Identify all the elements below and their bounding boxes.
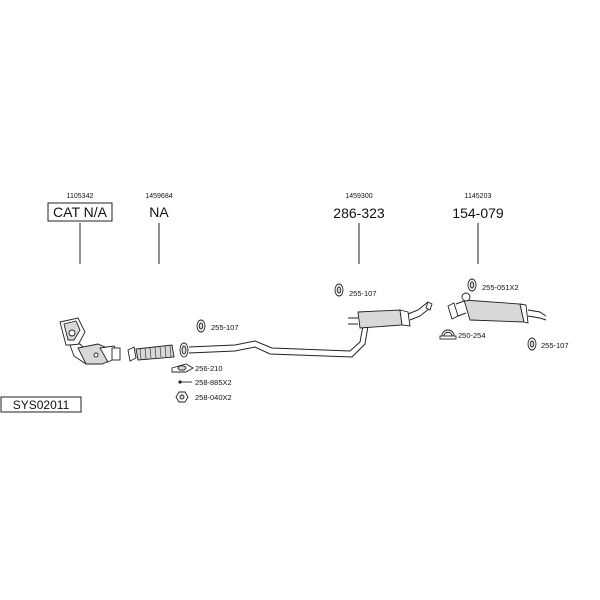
hanger-rear-top-icon — [467, 278, 477, 292]
middle-silencer — [348, 301, 433, 329]
section-4-code: 154-079 — [452, 205, 504, 221]
gasket-label: 256-210 — [195, 364, 223, 373]
hanger-rear-right-icon — [527, 337, 537, 351]
hanger-front-label: 255-107 — [211, 323, 239, 332]
nut-icon — [175, 391, 189, 403]
clamp-rear-icon — [439, 329, 457, 340]
section-2-code: NA — [149, 204, 169, 220]
system-code-box — [0, 396, 82, 413]
section-3-code: 286-323 — [333, 205, 385, 221]
hanger-mid-label: 255-107 — [349, 289, 377, 298]
hanger-rear-right-label: 255-107 — [541, 341, 569, 350]
section-3-ref: 1459300 — [345, 193, 372, 200]
catalytic-converter — [59, 317, 121, 365]
intermediate-pipe — [188, 325, 369, 358]
front-pipe — [127, 342, 189, 362]
nut-label: 258-040X2 — [195, 393, 232, 402]
bolt-label: 258-885X2 — [195, 378, 232, 387]
gasket-icon — [171, 363, 194, 373]
section-1-ref: 1105342 — [67, 193, 94, 200]
hanger-mid-icon — [334, 283, 344, 297]
bolt-icon — [178, 380, 192, 384]
section-1-code-box — [47, 202, 113, 222]
clamp-rear-label: 250-254 — [458, 331, 486, 340]
hanger-front-icon — [196, 319, 206, 333]
section-1-code: CAT N/A — [53, 204, 108, 220]
system-code: SYS02011 — [13, 398, 70, 412]
hanger-rear-top-label: 255-051X2 — [482, 283, 519, 292]
section-4-ref: 1145203 — [465, 193, 492, 200]
rear-silencer — [447, 292, 547, 324]
section-2-ref: 1459684 — [145, 193, 172, 200]
